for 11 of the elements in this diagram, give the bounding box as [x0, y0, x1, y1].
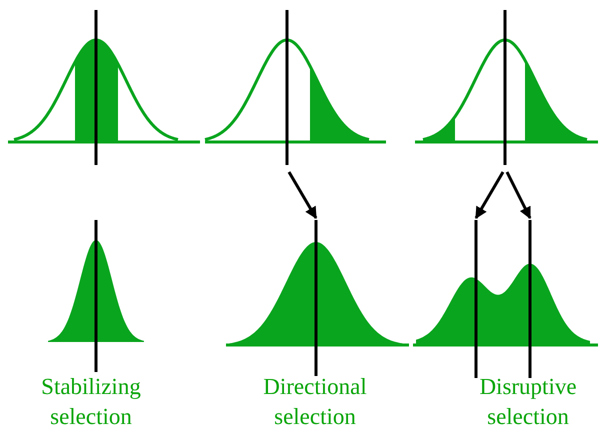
caption-text: Disruptive selection [478, 373, 578, 431]
distribution-curve-drawing [413, 8, 600, 168]
distribution-curve-drawing [413, 218, 600, 380]
caption-text: Stabilizing selection [40, 373, 142, 431]
arrow [474, 171, 504, 220]
distribution-curve-drawing [8, 8, 202, 168]
distribution-curve-drawing [204, 8, 388, 168]
distribution-curve-drawing [226, 218, 410, 378]
arrow [288, 171, 318, 220]
arrow [506, 171, 532, 220]
caption-text: Directional selection [262, 373, 368, 431]
